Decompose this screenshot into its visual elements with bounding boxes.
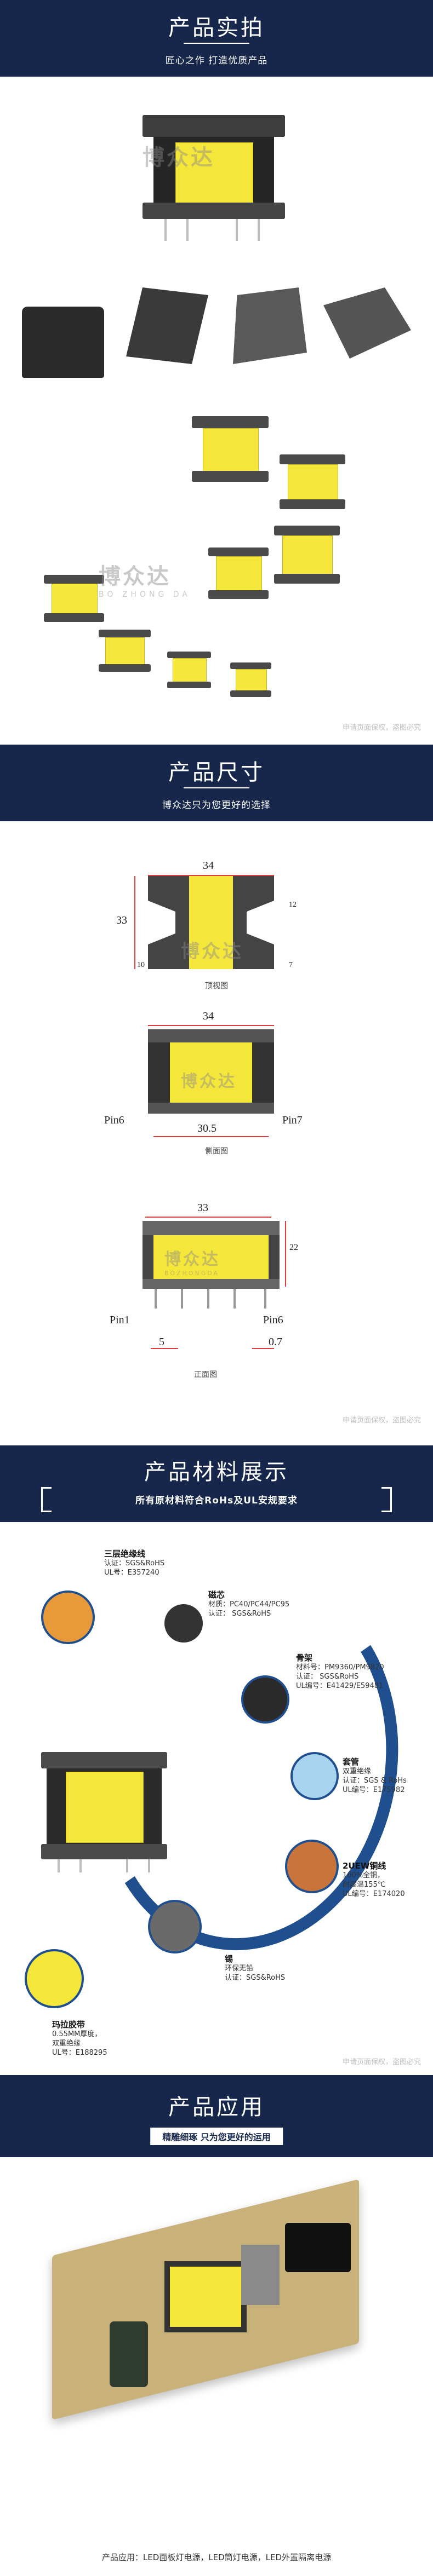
pcb-transformer (164, 2261, 247, 2332)
application-banner: 产品应用 精雕细琢 只为您更好的运用 (0, 2075, 433, 2157)
application-title: 产品应用 (168, 2095, 265, 2120)
side-view-top-line (148, 1025, 274, 1026)
application-subtitle: 精雕细琢 只为您更好的运用 (150, 2128, 283, 2145)
materials-center-transformer (41, 1752, 167, 1872)
material-core: 磁芯 材质：PC40/PC44/PC95 认证： SGS&RoHS (208, 1590, 290, 1618)
size-banner: 产品尺寸 博众达只为您更好的选择 (0, 745, 433, 821)
materials-bracket-left (41, 1487, 52, 1512)
top-view-pin-10: 10 (137, 961, 145, 969)
side-view-bottom: 30.5 (197, 1122, 216, 1134)
material-tape: 玛拉胶带 0.55MM厚度， 双重绝缘 UL号：E188295 (52, 2020, 107, 2058)
front-view-top-line (145, 1217, 271, 1218)
bobbin-image (241, 1675, 289, 1724)
front-view-pin-left: Pin1 (110, 1314, 130, 1326)
photos-title: 产品实拍 (168, 15, 265, 41)
photos-title-underline (184, 43, 249, 44)
brand-logo-size-2: 博众达 (181, 1072, 237, 1091)
brand-logo-watermark: 博众达 (143, 140, 215, 171)
material-copper: 2UEW铜线 100%全铜， 耐高温155℃ UL编号：E174020 (343, 1861, 405, 1899)
brand-logo-size: 博众达 (181, 941, 243, 963)
photos-banner: 产品实拍 匠心之作 打造优质产品 (0, 0, 433, 77)
brand-name: 博众达 (143, 145, 215, 170)
front-view-drawing (143, 1221, 280, 1309)
pcb-heatsink (241, 2245, 280, 2305)
material-tin: 锡 环保无铅 认证：SGS&RoHS (225, 1954, 286, 1983)
group-transformer-7 (167, 652, 211, 695)
tin-image (148, 1900, 202, 1953)
side-view-pin-left: Pin6 (104, 1114, 124, 1126)
group-transformer-5 (44, 575, 104, 630)
group-transformer-3 (274, 526, 340, 591)
watermark-2: 申请页面保权，盗图必究 (342, 1416, 421, 1425)
pcb-capacitor (110, 2321, 148, 2387)
size-subtitle: 博众达只为您更好的选择 (162, 800, 271, 811)
front-view-pin-size-line (252, 1348, 274, 1349)
front-view-gap-line (151, 1348, 178, 1349)
materials-banner: 产品材料展示 所有原材料符合RoHs及UL安规要求 (0, 1445, 433, 1522)
group-transformer-1 (192, 416, 269, 493)
top-view-drawing (137, 871, 285, 975)
group-transformer-6 (99, 630, 151, 679)
top-view-height-line (134, 876, 135, 969)
group-transformer-4 (208, 548, 269, 608)
core-part-image-3 (323, 287, 411, 359)
core-part-image-2 (233, 287, 307, 364)
side-view-drawing (148, 1029, 274, 1117)
core-image (164, 1604, 203, 1643)
brand-logo-size-3: 博众达 BOZHONGDA (164, 1250, 220, 1277)
top-view-caption: 顶视图 (205, 982, 228, 990)
top-view-pin-12: 12 (289, 901, 297, 909)
hero-transformer-image (143, 115, 285, 241)
front-view-pin-size: 0.7 (269, 1336, 282, 1348)
copper-image (285, 1840, 339, 1893)
photos-subtitle: 匠心之作 打造优质产品 (165, 55, 268, 66)
material-wire: 三层绝缘线 认证：SGS&RoHS UL号：E357240 (104, 1549, 165, 1577)
materials-title: 产品材料展示 (144, 1460, 289, 1485)
sleeve-image (290, 1752, 339, 1800)
application-text: 产品应用：LED面板灯电源，LED筒灯电源，LED外置隔离电源 (101, 2552, 332, 2562)
side-view-pin-right: Pin7 (282, 1114, 303, 1126)
watermark-1: 申请页面保权，盗图必究 (342, 724, 421, 732)
side-view-bottom-line (153, 1136, 269, 1137)
group-transformer-2 (280, 454, 345, 515)
wire-image (41, 1590, 95, 1644)
front-view-pin-gap: 5 (159, 1336, 164, 1348)
size-title: 产品尺寸 (168, 760, 265, 785)
bobbin-part-image (22, 307, 104, 378)
material-sleeve: 套管 双重绝缘 认证：SGS & RoHs UL编号：E175982 (343, 1757, 407, 1795)
top-view-width-line (148, 875, 274, 876)
brand-logo-center: 博众达 BO ZHONG DA (99, 564, 191, 599)
materials-subtitle: 所有原材料符合RoHs及UL安规要求 (135, 1495, 298, 1506)
pcb-connector (285, 2223, 351, 2272)
side-view-top: 34 (203, 1010, 214, 1022)
core-part-image-1 (126, 287, 208, 364)
top-view-height: 33 (116, 914, 127, 926)
top-view-width: 34 (203, 860, 214, 872)
front-view-caption: 正面图 (194, 1370, 217, 1379)
front-view-height: 22 (289, 1243, 298, 1252)
group-transformer-8 (230, 662, 271, 704)
material-bobbin: 骨架 材料号：PM9360/PM9820 认证： SGS&RoHS UL编号：E… (296, 1653, 384, 1691)
front-view-top: 33 (197, 1202, 208, 1214)
materials-bracket-right (381, 1487, 392, 1512)
side-view-caption: 侧面图 (205, 1147, 228, 1156)
watermark-3: 申请页面保权，盗图必究 (342, 2058, 421, 2066)
front-view-pin-right: Pin6 (263, 1314, 283, 1326)
tape-image (25, 1949, 84, 2008)
size-title-underline (184, 787, 249, 788)
top-view-pin-7: 7 (289, 961, 293, 969)
front-view-height-line (285, 1221, 286, 1287)
